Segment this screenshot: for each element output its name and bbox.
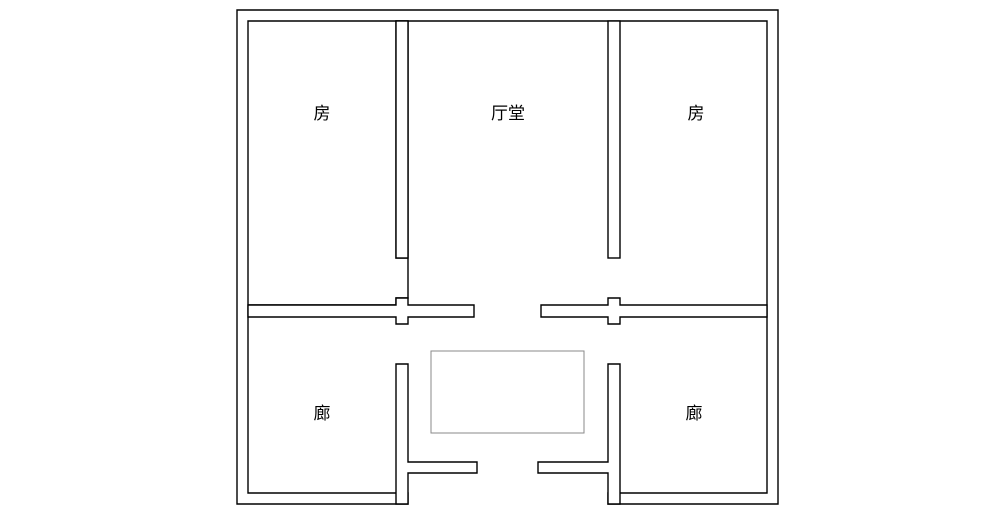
courtyard bbox=[430, 350, 585, 434]
corridor-wall-left bbox=[395, 363, 478, 505]
label-hall: 厅堂 bbox=[491, 104, 525, 124]
corridor-wall-right bbox=[537, 363, 621, 505]
label-corridor-right: 廊 bbox=[686, 404, 703, 424]
cross-wall-right bbox=[540, 297, 768, 325]
wall-left-room bbox=[248, 20, 409, 306]
wall-left-room-post bbox=[395, 20, 409, 259]
label-corridor-left: 廊 bbox=[314, 404, 331, 424]
label-room-left: 房 bbox=[314, 104, 331, 124]
cross-wall-left bbox=[247, 297, 475, 325]
label-room-right: 房 bbox=[688, 104, 705, 124]
wall-right-room-post bbox=[607, 20, 621, 259]
